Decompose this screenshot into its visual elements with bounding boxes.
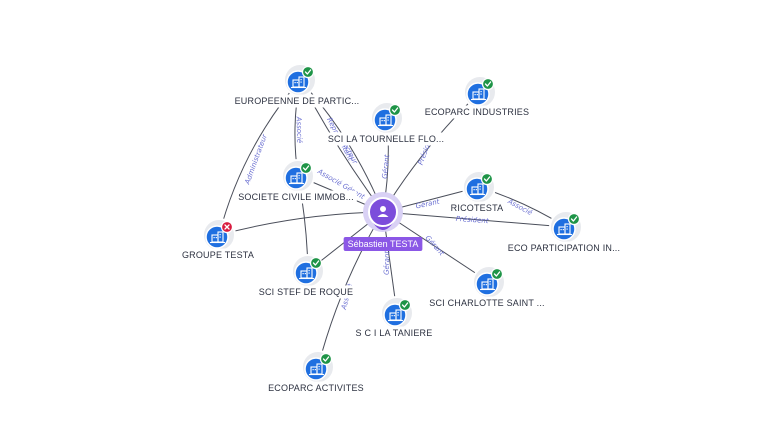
- closed-status-icon: [220, 220, 234, 234]
- company-label[interactable]: RICOTESTA: [447, 201, 507, 215]
- building-icon: [471, 88, 486, 101]
- building-icon: [557, 223, 572, 236]
- building-icon: [378, 114, 393, 127]
- company-node-tournelle[interactable]: SCI LA TOURNELLE FLO...: [324, 101, 448, 146]
- edge-label-president: Président: [455, 215, 489, 225]
- company-node-eco_participation[interactable]: ECO PARTICIPATION IN...: [504, 210, 624, 255]
- company-label[interactable]: ECOPARC ACTIVITES: [265, 381, 367, 395]
- company-label[interactable]: SCI CHARLOTTE SAINT ...: [426, 296, 548, 310]
- company-name: ECOPARC INDUSTRIES: [425, 107, 529, 117]
- company-node-groupe_testa[interactable]: GROUPE TESTA: [178, 218, 258, 262]
- company-label[interactable]: EUROPEENNE DE PARTIC...: [231, 94, 363, 108]
- building-icon: [388, 309, 403, 322]
- building-icon: [210, 231, 225, 244]
- building-icon: [289, 172, 304, 185]
- active-status-icon: [299, 161, 313, 175]
- active-status-icon: [567, 212, 581, 226]
- company-node-taniere[interactable]: S C I LA TANIERE: [352, 296, 436, 340]
- building-icon: [480, 278, 495, 291]
- company-name: GROUPE TESTA: [182, 250, 254, 260]
- building-icon: [470, 183, 485, 196]
- active-status-icon: [490, 267, 504, 281]
- edge-label-associe: Associé: [295, 116, 304, 144]
- building-icon: [291, 76, 306, 89]
- company-name: RICOTESTA: [451, 203, 504, 213]
- active-status-icon: [481, 77, 495, 91]
- company-label[interactable]: GROUPE TESTA: [178, 248, 258, 262]
- company-label[interactable]: SOCIETE CIVILE IMMOB...: [235, 190, 357, 204]
- company-name: SCI LA TOURNELLE FLO...: [328, 134, 444, 144]
- person-node[interactable]: Sébastien TESTA: [343, 192, 423, 251]
- active-status-icon: [301, 65, 315, 79]
- company-name: SCI STEF DE ROQUE: [259, 287, 353, 297]
- company-label[interactable]: SCI LA TOURNELLE FLO...: [324, 132, 448, 146]
- building-icon: [309, 363, 324, 376]
- company-name: ECOPARC ACTIVITES: [268, 383, 364, 393]
- person-name: Sébastien TESTA: [348, 239, 419, 249]
- company-node-europeenne[interactable]: EUROPEENNE DE PARTIC...: [231, 63, 363, 108]
- company-node-societe_civile[interactable]: SOCIETE CIVILE IMMOB...: [235, 159, 357, 204]
- active-status-icon: [319, 352, 333, 366]
- company-node-stef_roque[interactable]: SCI STEF DE ROQUE: [255, 254, 357, 299]
- edge-center-eco_participation: [382, 211, 567, 228]
- company-label[interactable]: ECO PARTICIPATION IN...: [504, 241, 624, 255]
- company-node-ecoparc_act[interactable]: ECOPARC ACTIVITES: [265, 350, 367, 395]
- company-label[interactable]: SCI STEF DE ROQUE: [255, 285, 357, 299]
- company-name: ECO PARTICIPATION IN...: [508, 243, 620, 253]
- company-name: SCI CHARLOTTE SAINT ...: [429, 298, 544, 308]
- edge-label-gerant: Gérant: [381, 154, 391, 179]
- company-label[interactable]: S C I LA TANIERE: [352, 326, 436, 340]
- person-name-tag[interactable]: Sébastien TESTA: [343, 237, 423, 251]
- company-label[interactable]: ECOPARC INDUSTRIES: [421, 105, 533, 119]
- company-node-ecoparc_ind[interactable]: ECOPARC INDUSTRIES: [421, 75, 533, 119]
- company-node-charlotte[interactable]: SCI CHARLOTTE SAINT ...: [426, 265, 548, 310]
- active-status-icon: [388, 103, 402, 117]
- person-icon: [377, 206, 389, 217]
- active-status-icon: [480, 172, 494, 186]
- edge-label-gerant: Gérant: [415, 198, 440, 211]
- active-status-icon: [309, 256, 323, 270]
- company-name: SOCIETE CIVILE IMMOB...: [238, 192, 354, 202]
- company-name: EUROPEENNE DE PARTIC...: [235, 96, 360, 106]
- company-name: S C I LA TANIERE: [356, 328, 433, 338]
- building-icon: [299, 267, 314, 280]
- company-node-ricotesta[interactable]: RICOTESTA: [447, 170, 507, 215]
- edge-label-gerant: Gérant: [383, 251, 392, 276]
- active-status-icon: [398, 298, 412, 312]
- edge-label-associe: Associé: [505, 197, 534, 217]
- edge-label-gerant: Gérant: [423, 234, 445, 257]
